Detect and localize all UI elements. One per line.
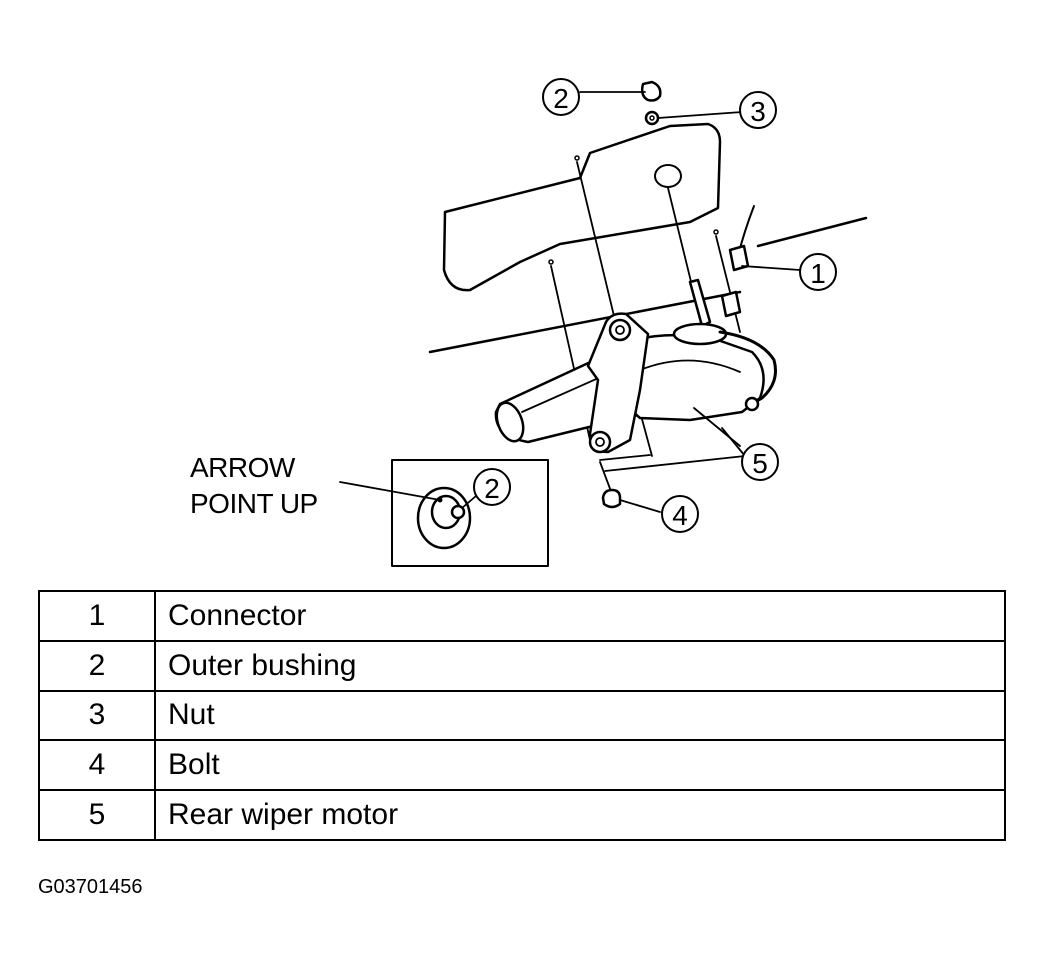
bolt-part bbox=[601, 488, 622, 509]
assembly-line-7 bbox=[599, 461, 613, 495]
assembly-line-4 bbox=[715, 235, 741, 333]
assembly-line-8 bbox=[604, 455, 746, 472]
cover-mark-2 bbox=[548, 259, 554, 265]
callout-2: 2 bbox=[542, 78, 580, 116]
bracket-bushing-top-inner bbox=[615, 325, 625, 335]
note-line-1: ARROW bbox=[190, 452, 295, 483]
parts-legend-table: 1 Connector 2 Outer bushing 3 Nut 4 Bolt… bbox=[38, 590, 1006, 841]
callout-4-label: 4 bbox=[672, 500, 688, 531]
table-row: 4 Bolt bbox=[38, 739, 1006, 792]
detail-inset-box bbox=[391, 459, 549, 567]
body-panel-line-upper bbox=[756, 216, 868, 248]
legend-part-name: Outer bushing bbox=[154, 639, 1006, 692]
callout-2-detail-label: 2 bbox=[484, 473, 500, 504]
table-row: 1 Connector bbox=[38, 590, 1006, 642]
legend-number: 2 bbox=[38, 639, 156, 692]
legend-number: 5 bbox=[38, 789, 156, 841]
pivot-shaft bbox=[688, 278, 712, 328]
pivot-ring bbox=[672, 322, 728, 346]
leader-1 bbox=[741, 265, 801, 271]
figure-id: G03701456 bbox=[38, 876, 143, 898]
cover-hole bbox=[654, 164, 682, 188]
callout-2-detail: 2 bbox=[473, 468, 511, 506]
legend-number: 3 bbox=[38, 689, 156, 742]
legend-part-name: Connector bbox=[154, 590, 1006, 642]
bracket-bushing-top bbox=[608, 318, 632, 342]
outer-bushing-part bbox=[640, 80, 662, 102]
assembly-line-1 bbox=[576, 161, 615, 317]
inset-note-leader bbox=[339, 481, 441, 501]
wiper-motor-diagram: 1 2 3 4 5 2 bbox=[339, 78, 868, 567]
mounting-bracket bbox=[586, 312, 650, 454]
table-row: 3 Nut bbox=[38, 689, 1006, 742]
note-line-2: POINT UP bbox=[190, 488, 318, 519]
nut-part bbox=[644, 110, 660, 126]
legend-number: 4 bbox=[38, 739, 156, 792]
legend-part-name: Rear wiper motor bbox=[154, 789, 1006, 841]
trim-cover-panel bbox=[442, 122, 722, 292]
inset-bushing-center bbox=[450, 504, 466, 520]
bracket-bushing-bottom-inner bbox=[595, 437, 605, 447]
legend-part-name: Nut bbox=[154, 689, 1006, 742]
bracket-bushing-bottom bbox=[588, 430, 612, 454]
assembly-line-6 bbox=[599, 454, 651, 461]
leader-4 bbox=[619, 499, 661, 513]
leader-5 bbox=[693, 407, 741, 447]
callout-2-label: 2 bbox=[553, 83, 569, 114]
callout-4: 4 bbox=[661, 495, 699, 533]
cover-mark-1 bbox=[574, 155, 580, 161]
callout-1-label: 1 bbox=[810, 258, 826, 289]
callout-3: 3 bbox=[739, 91, 777, 129]
gear-housing-detail bbox=[639, 359, 741, 373]
legend-number: 1 bbox=[38, 590, 156, 642]
body-panel-line-lower bbox=[428, 290, 742, 354]
motor-end-bolt bbox=[744, 396, 760, 412]
callout-5: 5 bbox=[741, 443, 779, 481]
assembly-line-9 bbox=[721, 427, 746, 457]
arrow-point-up-note: ARROW POINT UP bbox=[190, 450, 318, 522]
nut-part-inner bbox=[649, 115, 655, 121]
motor-cylinder-end bbox=[495, 401, 525, 443]
cover-mark-3 bbox=[713, 229, 719, 235]
connector-mate bbox=[720, 290, 742, 318]
leader-3 bbox=[657, 111, 743, 119]
table-row: 2 Outer bushing bbox=[38, 639, 1006, 692]
callout-1: 1 bbox=[799, 253, 837, 291]
callout-3-label: 3 bbox=[750, 96, 766, 127]
wire-harness bbox=[718, 330, 777, 406]
legend-part-name: Bolt bbox=[154, 739, 1006, 792]
table-row: 5 Rear wiper motor bbox=[38, 789, 1006, 841]
callout-5-label: 5 bbox=[752, 448, 768, 479]
inset-leader-2 bbox=[461, 495, 477, 509]
